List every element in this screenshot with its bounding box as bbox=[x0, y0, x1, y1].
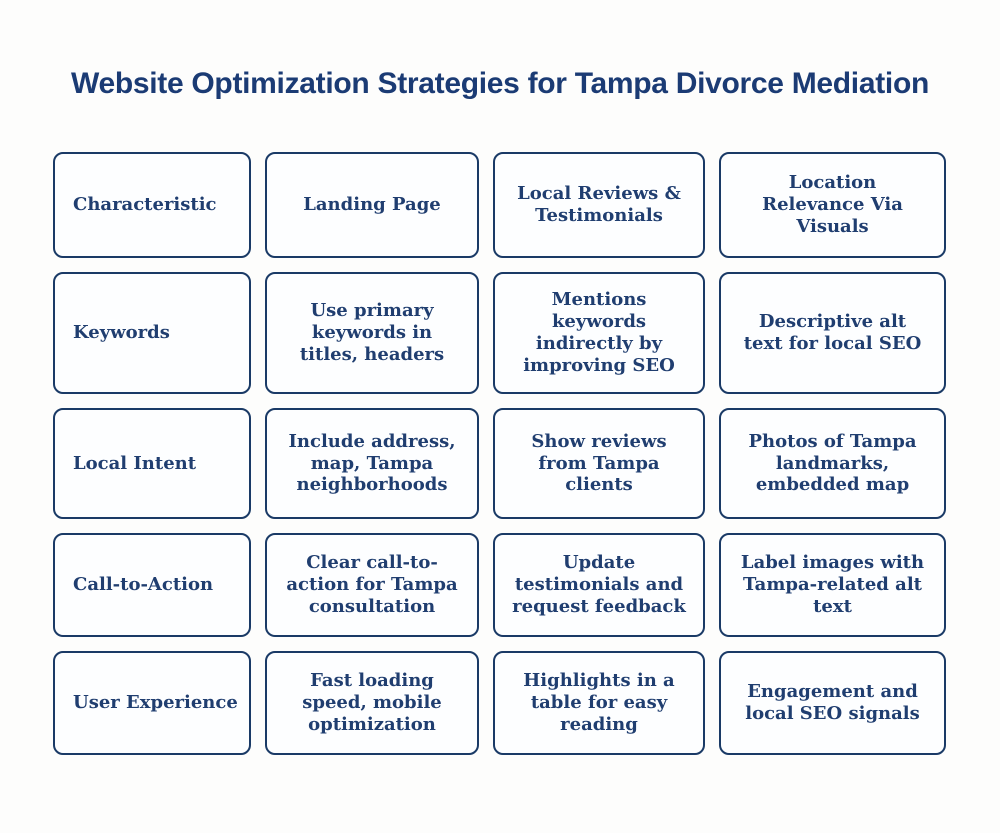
body-cell-cta-local-reviews: Update testimonials and request feedback bbox=[493, 533, 705, 637]
header-cell-local-reviews: Local Reviews & Testimonials bbox=[493, 152, 705, 258]
row-label-call-to-action: Call-to-Action bbox=[53, 533, 251, 637]
header-cell-characteristic: Characteristic bbox=[53, 152, 251, 258]
body-cell-local-intent-local-reviews: Show reviews from Tampa clients bbox=[493, 408, 705, 519]
body-cell-keywords-local-reviews: Mentions keywords indirectly by improvin… bbox=[493, 272, 705, 394]
body-cell-ux-local-reviews: Highlights in a table for easy reading bbox=[493, 651, 705, 755]
body-cell-local-intent-location-relevance: Photos of Tampa landmarks, embedded map bbox=[719, 408, 946, 519]
header-cell-landing-page: Landing Page bbox=[265, 152, 479, 258]
body-cell-ux-location-relevance: Engagement and local SEO signals bbox=[719, 651, 946, 755]
body-cell-cta-location-relevance: Label images with Tampa-related alt text bbox=[719, 533, 946, 637]
header-cell-location-relevance: Location Relevance Via Visuals bbox=[719, 152, 946, 258]
body-cell-ux-landing-page: Fast loading speed, mobile optimization bbox=[265, 651, 479, 755]
row-label-local-intent: Local Intent bbox=[53, 408, 251, 519]
body-cell-cta-landing-page: Clear call-to-action for Tampa consultat… bbox=[265, 533, 479, 637]
page-title: Website Optimization Strategies for Tamp… bbox=[70, 67, 929, 100]
row-label-user-experience: User Experience bbox=[53, 651, 251, 755]
body-cell-local-intent-landing-page: Include address, map, Tampa neighborhood… bbox=[265, 408, 479, 519]
comparison-table: Characteristic Landing Page Local Review… bbox=[53, 152, 946, 755]
row-label-keywords: Keywords bbox=[53, 272, 251, 394]
body-cell-keywords-location-relevance: Descriptive alt text for local SEO bbox=[719, 272, 946, 394]
body-cell-keywords-landing-page: Use primary keywords in titles, headers bbox=[265, 272, 479, 394]
